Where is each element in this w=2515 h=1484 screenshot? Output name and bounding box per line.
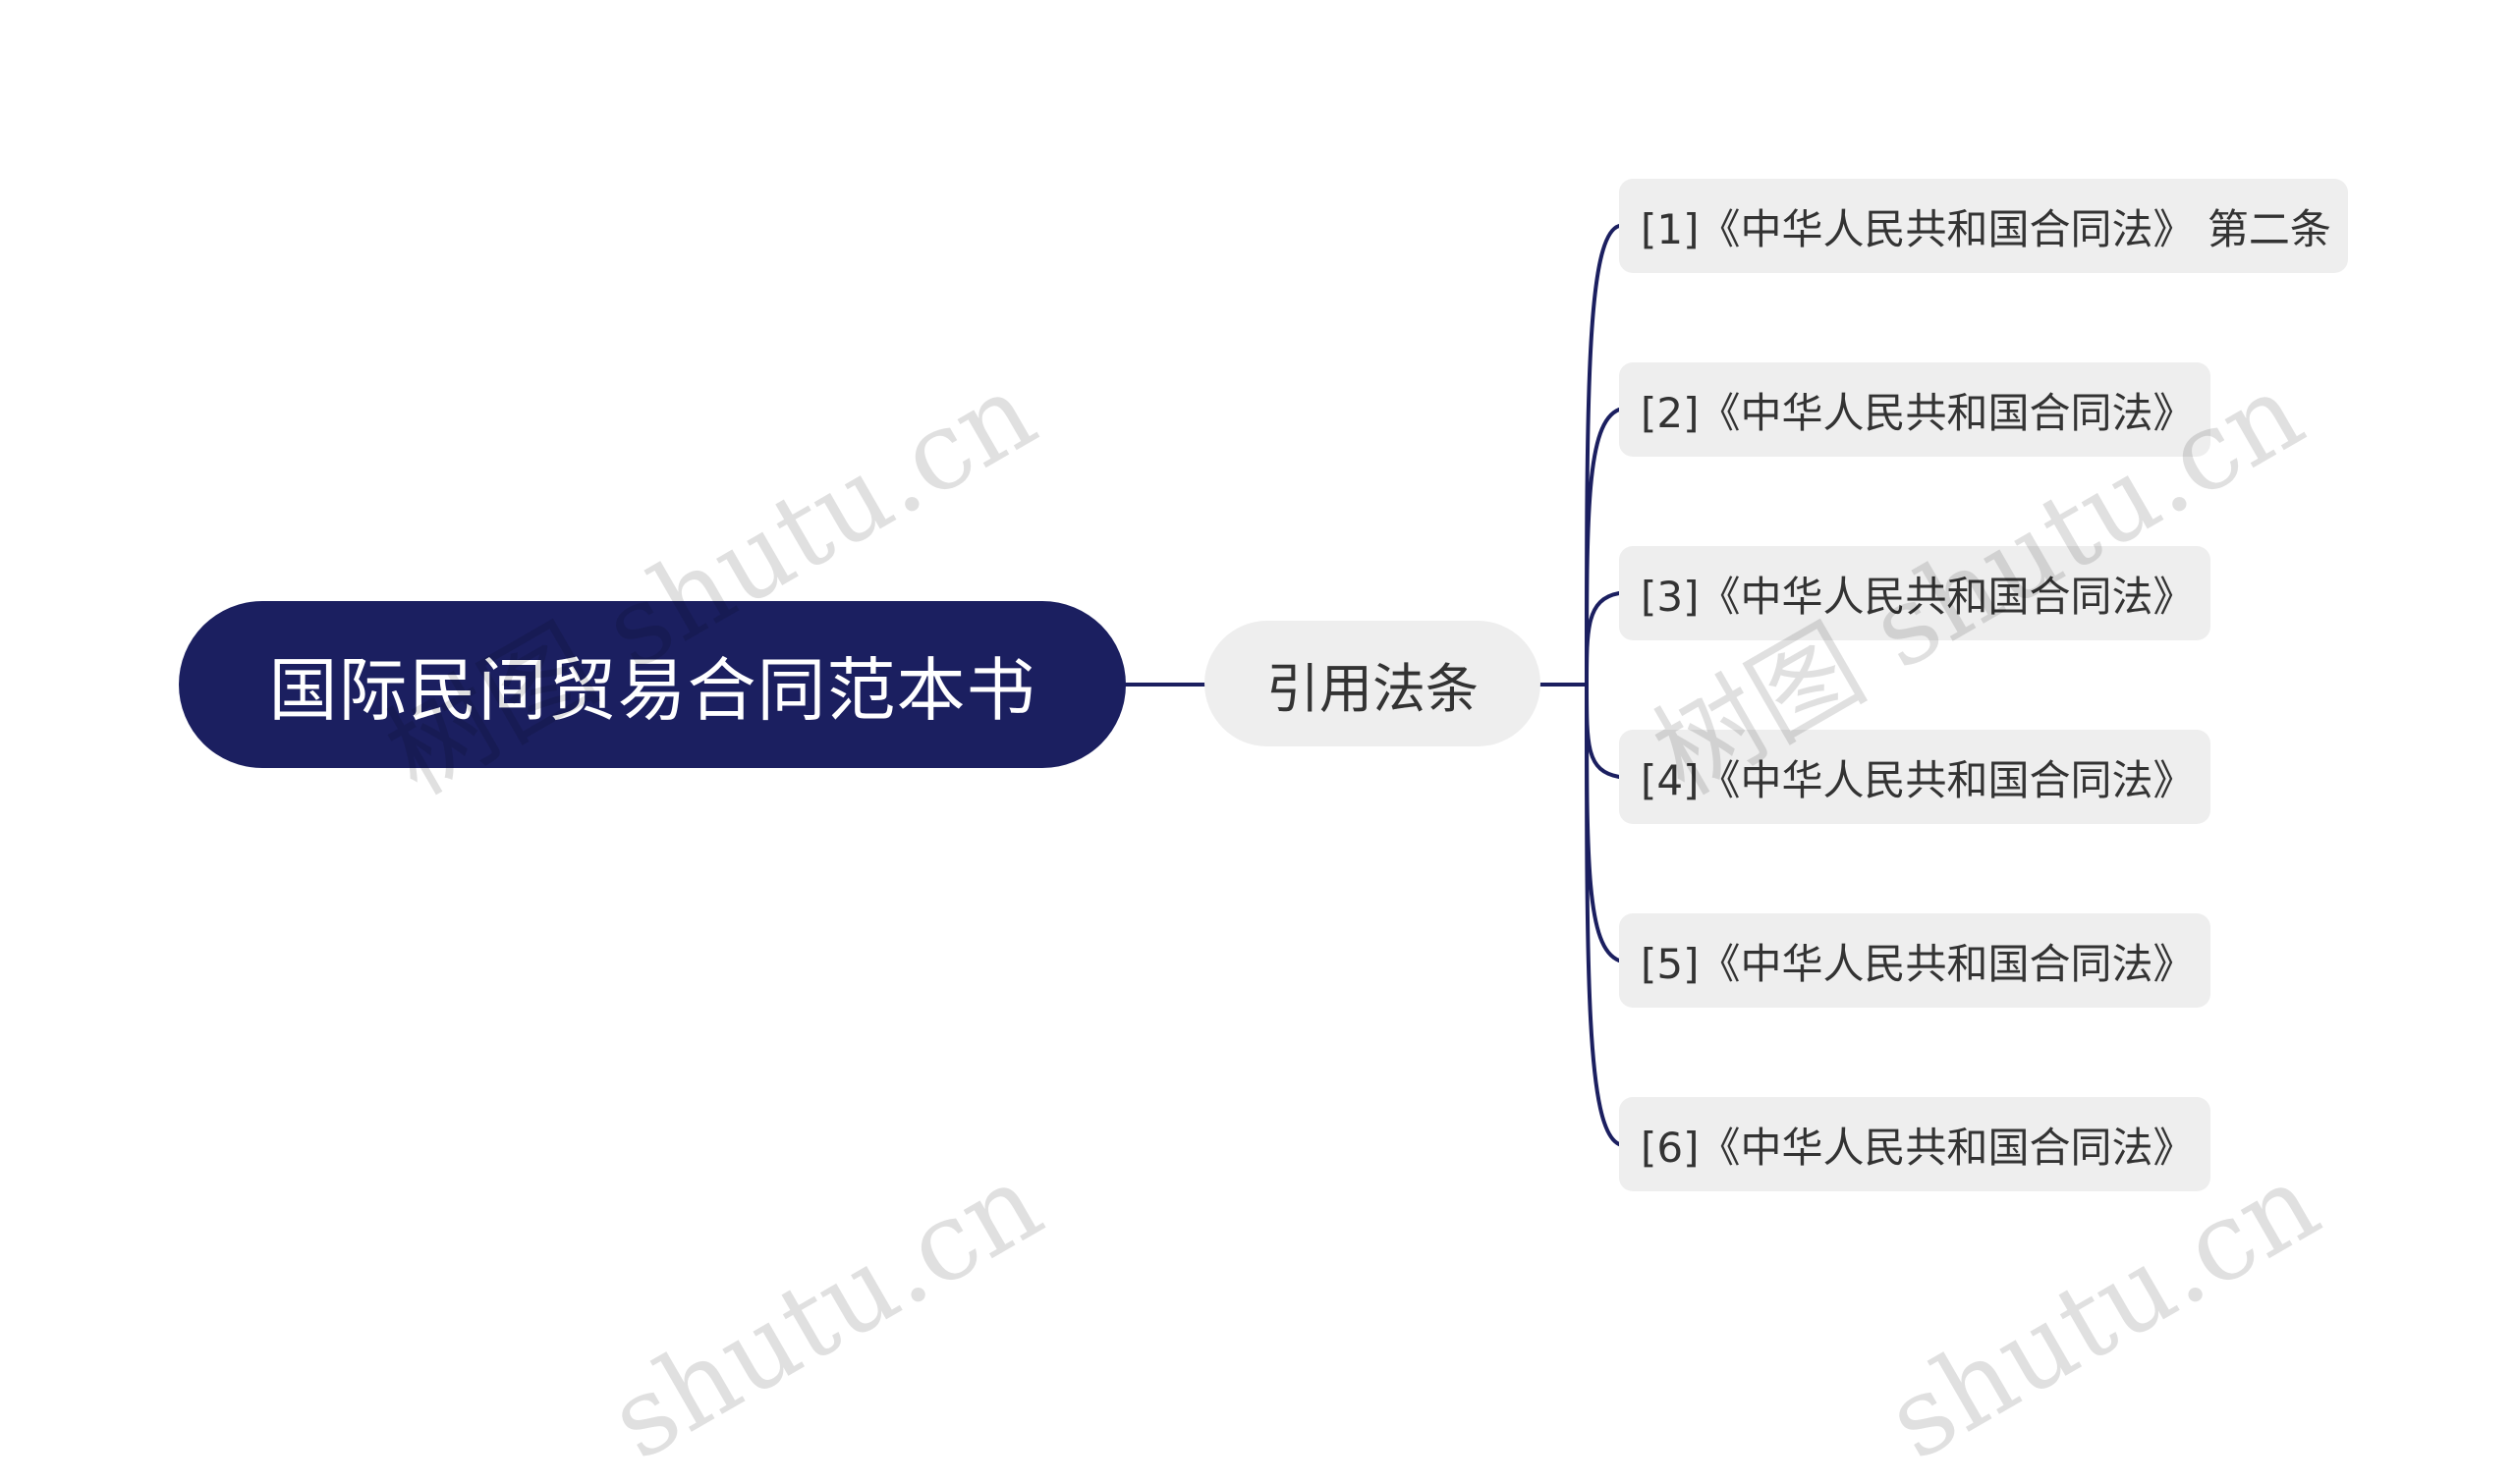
leaf-node-6[interactable]: [6]《中华人民共和国合同法》 (1619, 1097, 2210, 1191)
leaf-node-1[interactable]: [1]《中华人民共和国合同法》 第二条 (1619, 179, 2348, 273)
root-topic-label: 国际民间贸易合同范本书 (268, 649, 1036, 731)
connector-lines (1124, 224, 1621, 1146)
connector-leaf-3 (1585, 591, 1621, 687)
root-topic-node[interactable]: 国际民间贸易合同范本书 (179, 601, 1126, 768)
leaf-node-4[interactable]: [4]《中华人民共和国合同法》 (1619, 730, 2210, 824)
leaf-node-2[interactable]: [2]《中华人民共和国合同法》 (1619, 362, 2210, 457)
leaf-node-3[interactable]: [3]《中华人民共和国合同法》 (1619, 546, 2210, 640)
leaf-label: [4]《中华人民共和国合同法》 (1641, 755, 2195, 804)
branch-topic-node[interactable]: 引用法条 (1204, 621, 1540, 746)
connector-leaf-6 (1585, 683, 1621, 1146)
leaf-label: [3]《中华人民共和国合同法》 (1641, 572, 2195, 621)
connector-leaf-5 (1585, 683, 1621, 962)
connector-leaf-2 (1585, 408, 1621, 687)
mind-map-canvas: 国际民间贸易合同范本书 引用法条 [1]《中华人民共和国合同法》 第二条 [2]… (179, 179, 2348, 1484)
branch-topic-label: 引用法条 (1266, 657, 1479, 720)
connector-leaf-4 (1585, 683, 1621, 779)
leaf-label: [5]《中华人民共和国合同法》 (1641, 939, 2195, 988)
leaf-node-5[interactable]: [5]《中华人民共和国合同法》 (1619, 913, 2210, 1008)
leaf-label: [1]《中华人民共和国合同法》 第二条 (1641, 204, 2331, 253)
leaf-label: [6]《中华人民共和国合同法》 (1641, 1123, 2195, 1172)
leaf-label: [2]《中华人民共和国合同法》 (1641, 388, 2195, 437)
